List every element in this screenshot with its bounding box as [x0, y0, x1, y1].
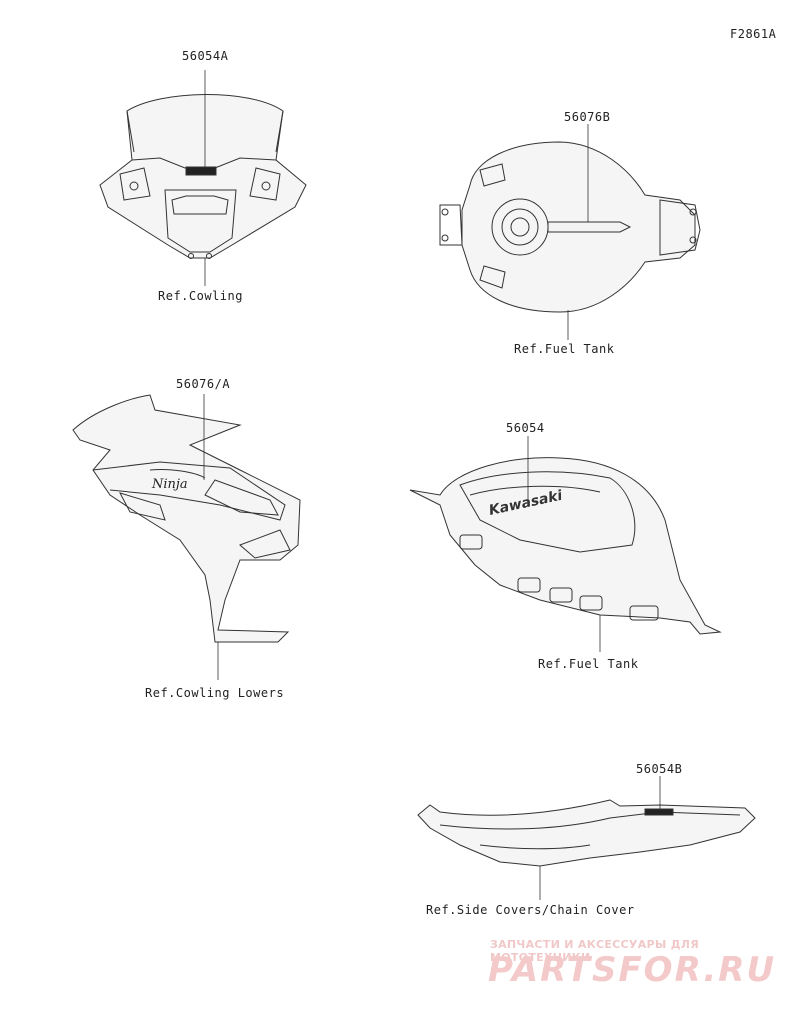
ref-fuel-tank-top: Ref.Fuel Tank	[514, 342, 615, 356]
ref-fuel-tank-side: Ref.Fuel Tank	[538, 657, 639, 671]
side-cover-decal-icon	[644, 808, 674, 816]
cowling-lower-drawing: Ninja	[72, 394, 301, 680]
side-cover-drawing	[417, 776, 756, 900]
ninja-logo: Ninja	[151, 477, 188, 492]
part-number-56054[interactable]: 56054	[506, 421, 545, 435]
figure-code: F2861A	[730, 27, 777, 41]
part-number-56054B[interactable]: 56054B	[636, 762, 683, 776]
ref-cowling-lowers: Ref.Cowling Lowers	[145, 686, 285, 700]
cowling-logo-icon	[185, 166, 217, 176]
ref-side-covers-chain-cover: Ref.Side Covers/Chain Cover	[426, 903, 635, 917]
part-number-56076-A[interactable]: 56076/A	[176, 377, 231, 391]
watermark-subtitle: ЗАПЧАСТИ И АКСЕССУАРЫ ДЛЯ МОТОТЕХНИКИ	[490, 938, 700, 964]
fuel-tank-top-drawing	[439, 124, 701, 340]
ref-cowling: Ref.Cowling	[158, 289, 243, 303]
watermark-brand[interactable]: PARTSFOR.RU	[488, 950, 777, 990]
fuel-tank-side-drawing: Kawasaki	[409, 436, 722, 652]
upper-cowling-drawing	[99, 70, 307, 286]
part-number-56076B[interactable]: 56076B	[564, 110, 611, 124]
part-number-56054A[interactable]: 56054A	[182, 49, 229, 63]
